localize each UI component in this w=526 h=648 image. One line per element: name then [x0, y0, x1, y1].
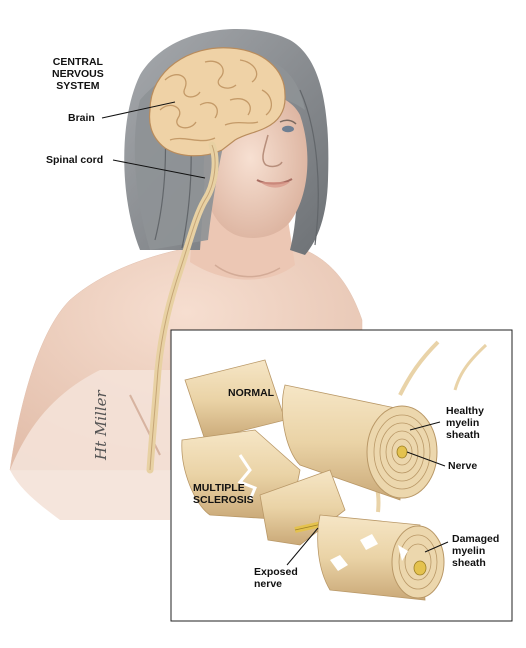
nerve-leader: [406, 451, 446, 467]
healthy-sheath-leader: [409, 421, 441, 431]
spinal-cord-leader: [112, 159, 206, 179]
brain-folds: [159, 59, 272, 142]
healthy-sheath-label: Healthy myelin sheath: [446, 405, 484, 441]
exposed-nerve-label: Exposed nerve: [254, 566, 298, 590]
damaged-sheath-label: Damaged myelin sheath: [452, 533, 500, 569]
ms-label: MULTIPLE SCLEROSIS: [193, 482, 254, 506]
brain-leader: [101, 101, 176, 119]
exposed-nerve-leader: [286, 527, 319, 566]
spinal-cord-label: Spinal cord: [46, 154, 104, 166]
normal-label: NORMAL: [228, 387, 275, 399]
brain-label: Brain: [68, 112, 95, 124]
damaged-sheath-leader: [424, 541, 449, 553]
damaged-nerve-core: [413, 560, 427, 576]
healthy-sheath-end: [366, 405, 438, 499]
cns-label: CENTRAL NERVOUS SYSTEM: [52, 56, 104, 92]
normal-nerve-core: [396, 445, 408, 459]
nerve-label: Nerve: [448, 460, 478, 472]
damaged-sheath-end: [391, 525, 445, 599]
body-fade: [10, 370, 170, 520]
artist-signature: Ht Miller: [92, 390, 110, 460]
brain: [148, 47, 286, 157]
